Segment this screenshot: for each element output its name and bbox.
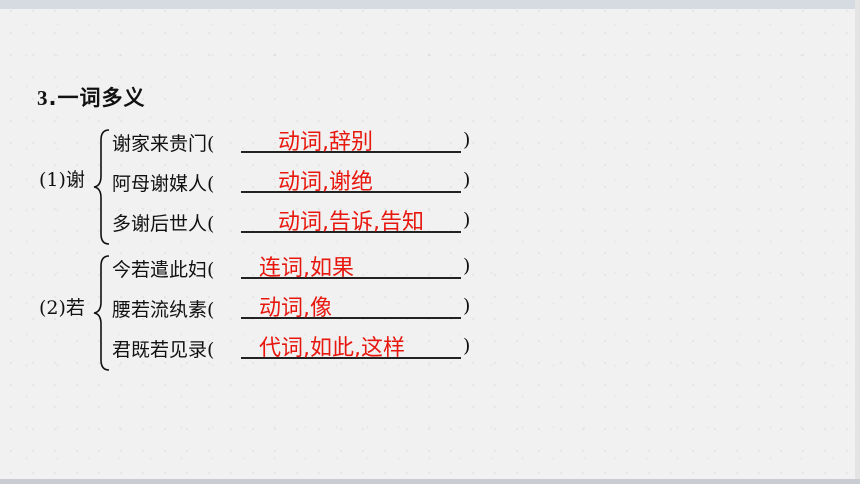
section-title: .一词多义 — [48, 86, 146, 110]
bottom-edge-band — [0, 479, 860, 484]
left-brace-icon — [93, 255, 110, 371]
left-brace-icon — [93, 129, 110, 245]
close-paren: ) — [463, 169, 471, 191]
right-edge-band — [855, 0, 860, 484]
top-edge-band — [0, 0, 860, 9]
item-text: 多谢后世人( — [112, 213, 215, 235]
answer-blank-line — [241, 317, 461, 319]
item-text: 今若遣此妇( — [112, 259, 215, 281]
group-label: (2)若 — [39, 297, 85, 319]
answer-text: 动词,辞别 — [278, 130, 373, 155]
answer-text: 动词,谢绝 — [278, 170, 373, 195]
answer-text: 动词,告诉,告知 — [278, 210, 424, 235]
item-text: 阿母谢媒人( — [112, 173, 215, 195]
answer-blank-line — [241, 151, 461, 153]
close-paren: ) — [463, 295, 471, 317]
answer-blank-line — [241, 357, 461, 359]
answer-text: 动词,像 — [259, 296, 332, 321]
close-paren: ) — [463, 129, 471, 151]
item-text: 谢家来贵门( — [112, 133, 215, 155]
answer-blank-line — [241, 231, 461, 233]
answer-blank-line — [241, 191, 461, 193]
answer-text: 代词,如此,这样 — [259, 336, 405, 361]
group-label: (1)谢 — [39, 169, 85, 191]
item-text: 腰若流纨素( — [112, 299, 215, 321]
item-text: 君既若见录( — [112, 339, 215, 361]
close-paren: ) — [463, 335, 471, 357]
close-paren: ) — [463, 255, 471, 277]
close-paren: ) — [463, 209, 471, 231]
section-number: 3 — [37, 86, 49, 110]
answer-blank-line — [241, 277, 461, 279]
section-heading: 3.一词多义 — [37, 82, 145, 112]
answer-text: 连词,如果 — [259, 256, 354, 281]
